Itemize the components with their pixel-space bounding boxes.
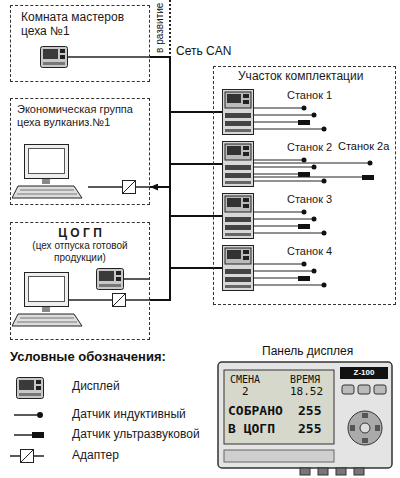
- screen-value: 255: [298, 404, 321, 419]
- node-title: Станок 3: [287, 193, 391, 206]
- screen-text: В ЦОГП: [228, 422, 275, 437]
- adapter-wire: [126, 299, 150, 301]
- area-box: Участок комплектацииСтанок 1Станок 2Стан…: [213, 66, 396, 305]
- adapter-wire: [68, 299, 112, 301]
- legend-text: Датчик ультразвуковой: [72, 428, 200, 442]
- panel-connector: [354, 468, 364, 475]
- display-wire: [68, 56, 150, 58]
- sensor-set: [254, 210, 327, 236]
- screen-text: ВРЕМЯ: [290, 374, 320, 386]
- panel-connector: [300, 468, 310, 475]
- panel-screen: [224, 370, 334, 444]
- legend-title: Условные обозначения:: [10, 350, 166, 365]
- legend-ultrasonic-sample: [32, 432, 44, 438]
- panel-arrow-key: [350, 425, 355, 431]
- legend-text: Датчик индуктивный: [72, 408, 186, 422]
- machine-node: Станок 3: [222, 192, 392, 240]
- panel-title: Панель дисплея: [262, 345, 353, 359]
- cabinet-icon: [223, 194, 254, 239]
- display-wire: [124, 278, 150, 280]
- growth-note: в развитие: [154, 3, 166, 53]
- bus-extension: [169, 0, 171, 57]
- can-bus-link: [150, 57, 222, 216]
- warehouse-box: Ц О Г П(цех отпуска готовой продукции): [10, 222, 150, 340]
- legend-text: Адаптер: [72, 449, 119, 463]
- legend-display-sample: [17, 378, 44, 399]
- legend-adapter-sample: [21, 450, 34, 463]
- cabinet-icon: [223, 90, 254, 135]
- adapter-icon: [123, 181, 136, 194]
- can-bus-link: [150, 57, 170, 300]
- panel-case: [218, 362, 392, 468]
- node-subtitle: (цех отпуска готовой продукции): [16, 240, 144, 264]
- panel-arrow-key: [362, 413, 368, 418]
- ultrasonic-sensor: [362, 175, 374, 180]
- room-box: Комната мастеров цеха №1: [10, 5, 150, 82]
- panel-button: [358, 385, 370, 394]
- legend-inductive-sample: [37, 412, 43, 418]
- screen-value: 255: [298, 422, 321, 437]
- can-bus-link: [150, 57, 222, 164]
- adapter-icon: [113, 294, 126, 307]
- node-title: Участок комплектации: [238, 69, 391, 83]
- display-icon: [97, 269, 124, 290]
- panel-connector: [336, 468, 346, 475]
- panel-button: [374, 385, 386, 394]
- inductive-sensor: [368, 161, 373, 166]
- cabinet-icon: [223, 246, 254, 291]
- node-title: Станок 1: [287, 89, 391, 102]
- sensor-wire: [254, 177, 362, 178]
- adapter-wire: [136, 186, 150, 188]
- legend-adapter-sample: [10, 455, 20, 457]
- legend-ultrasonic-sample: [14, 434, 32, 436]
- screen-value: 2: [242, 386, 249, 399]
- group-box: Экономическая группа цеха вулканиз.№1: [10, 98, 150, 205]
- display-icon: [41, 47, 68, 68]
- can-bus-link: [150, 57, 170, 187]
- adapter-wire: [88, 186, 122, 188]
- panel-plate: [224, 450, 334, 462]
- model-badge: Z-100: [354, 368, 375, 377]
- legend-adapter-sample: [34, 455, 44, 457]
- panel-keypad: [348, 411, 382, 445]
- machine-label: Станок 2а: [338, 140, 389, 153]
- panel-button: [342, 385, 354, 394]
- sensor-set: [254, 106, 327, 132]
- sensor-set: [254, 158, 327, 184]
- node-title: Комната мастеров цеха №1: [21, 10, 143, 39]
- screen-value: 18.52: [290, 386, 323, 399]
- node-title: Ц О Г П: [16, 226, 144, 240]
- screen-text: СОБРАНО: [228, 404, 283, 419]
- node-title: Экономическая группа цеха вулканиз.№1: [17, 103, 145, 129]
- can-bus-link: [150, 57, 222, 268]
- computer-icon: [12, 145, 82, 199]
- panel-badge: [340, 367, 388, 379]
- panel-arrow-key: [375, 425, 380, 431]
- sensor-wire: [254, 163, 368, 164]
- panel-arrow-key: [362, 438, 368, 443]
- panel-connector: [318, 468, 328, 475]
- sensor-set: [254, 262, 327, 288]
- machine-node: Станок 1: [222, 88, 392, 136]
- node-title: Станок 4: [287, 245, 391, 258]
- legend-inductive-sample: [14, 414, 37, 416]
- cabinet-icon: [223, 142, 254, 187]
- bus-label: Сеть CAN: [176, 45, 231, 59]
- panel-keypad-center: [360, 423, 370, 433]
- screen-text: СМЕНА: [230, 374, 260, 386]
- can-bus-link: [150, 57, 222, 112]
- machine-node: Станок 4: [222, 244, 392, 292]
- legend-text: Дисплей: [72, 380, 120, 394]
